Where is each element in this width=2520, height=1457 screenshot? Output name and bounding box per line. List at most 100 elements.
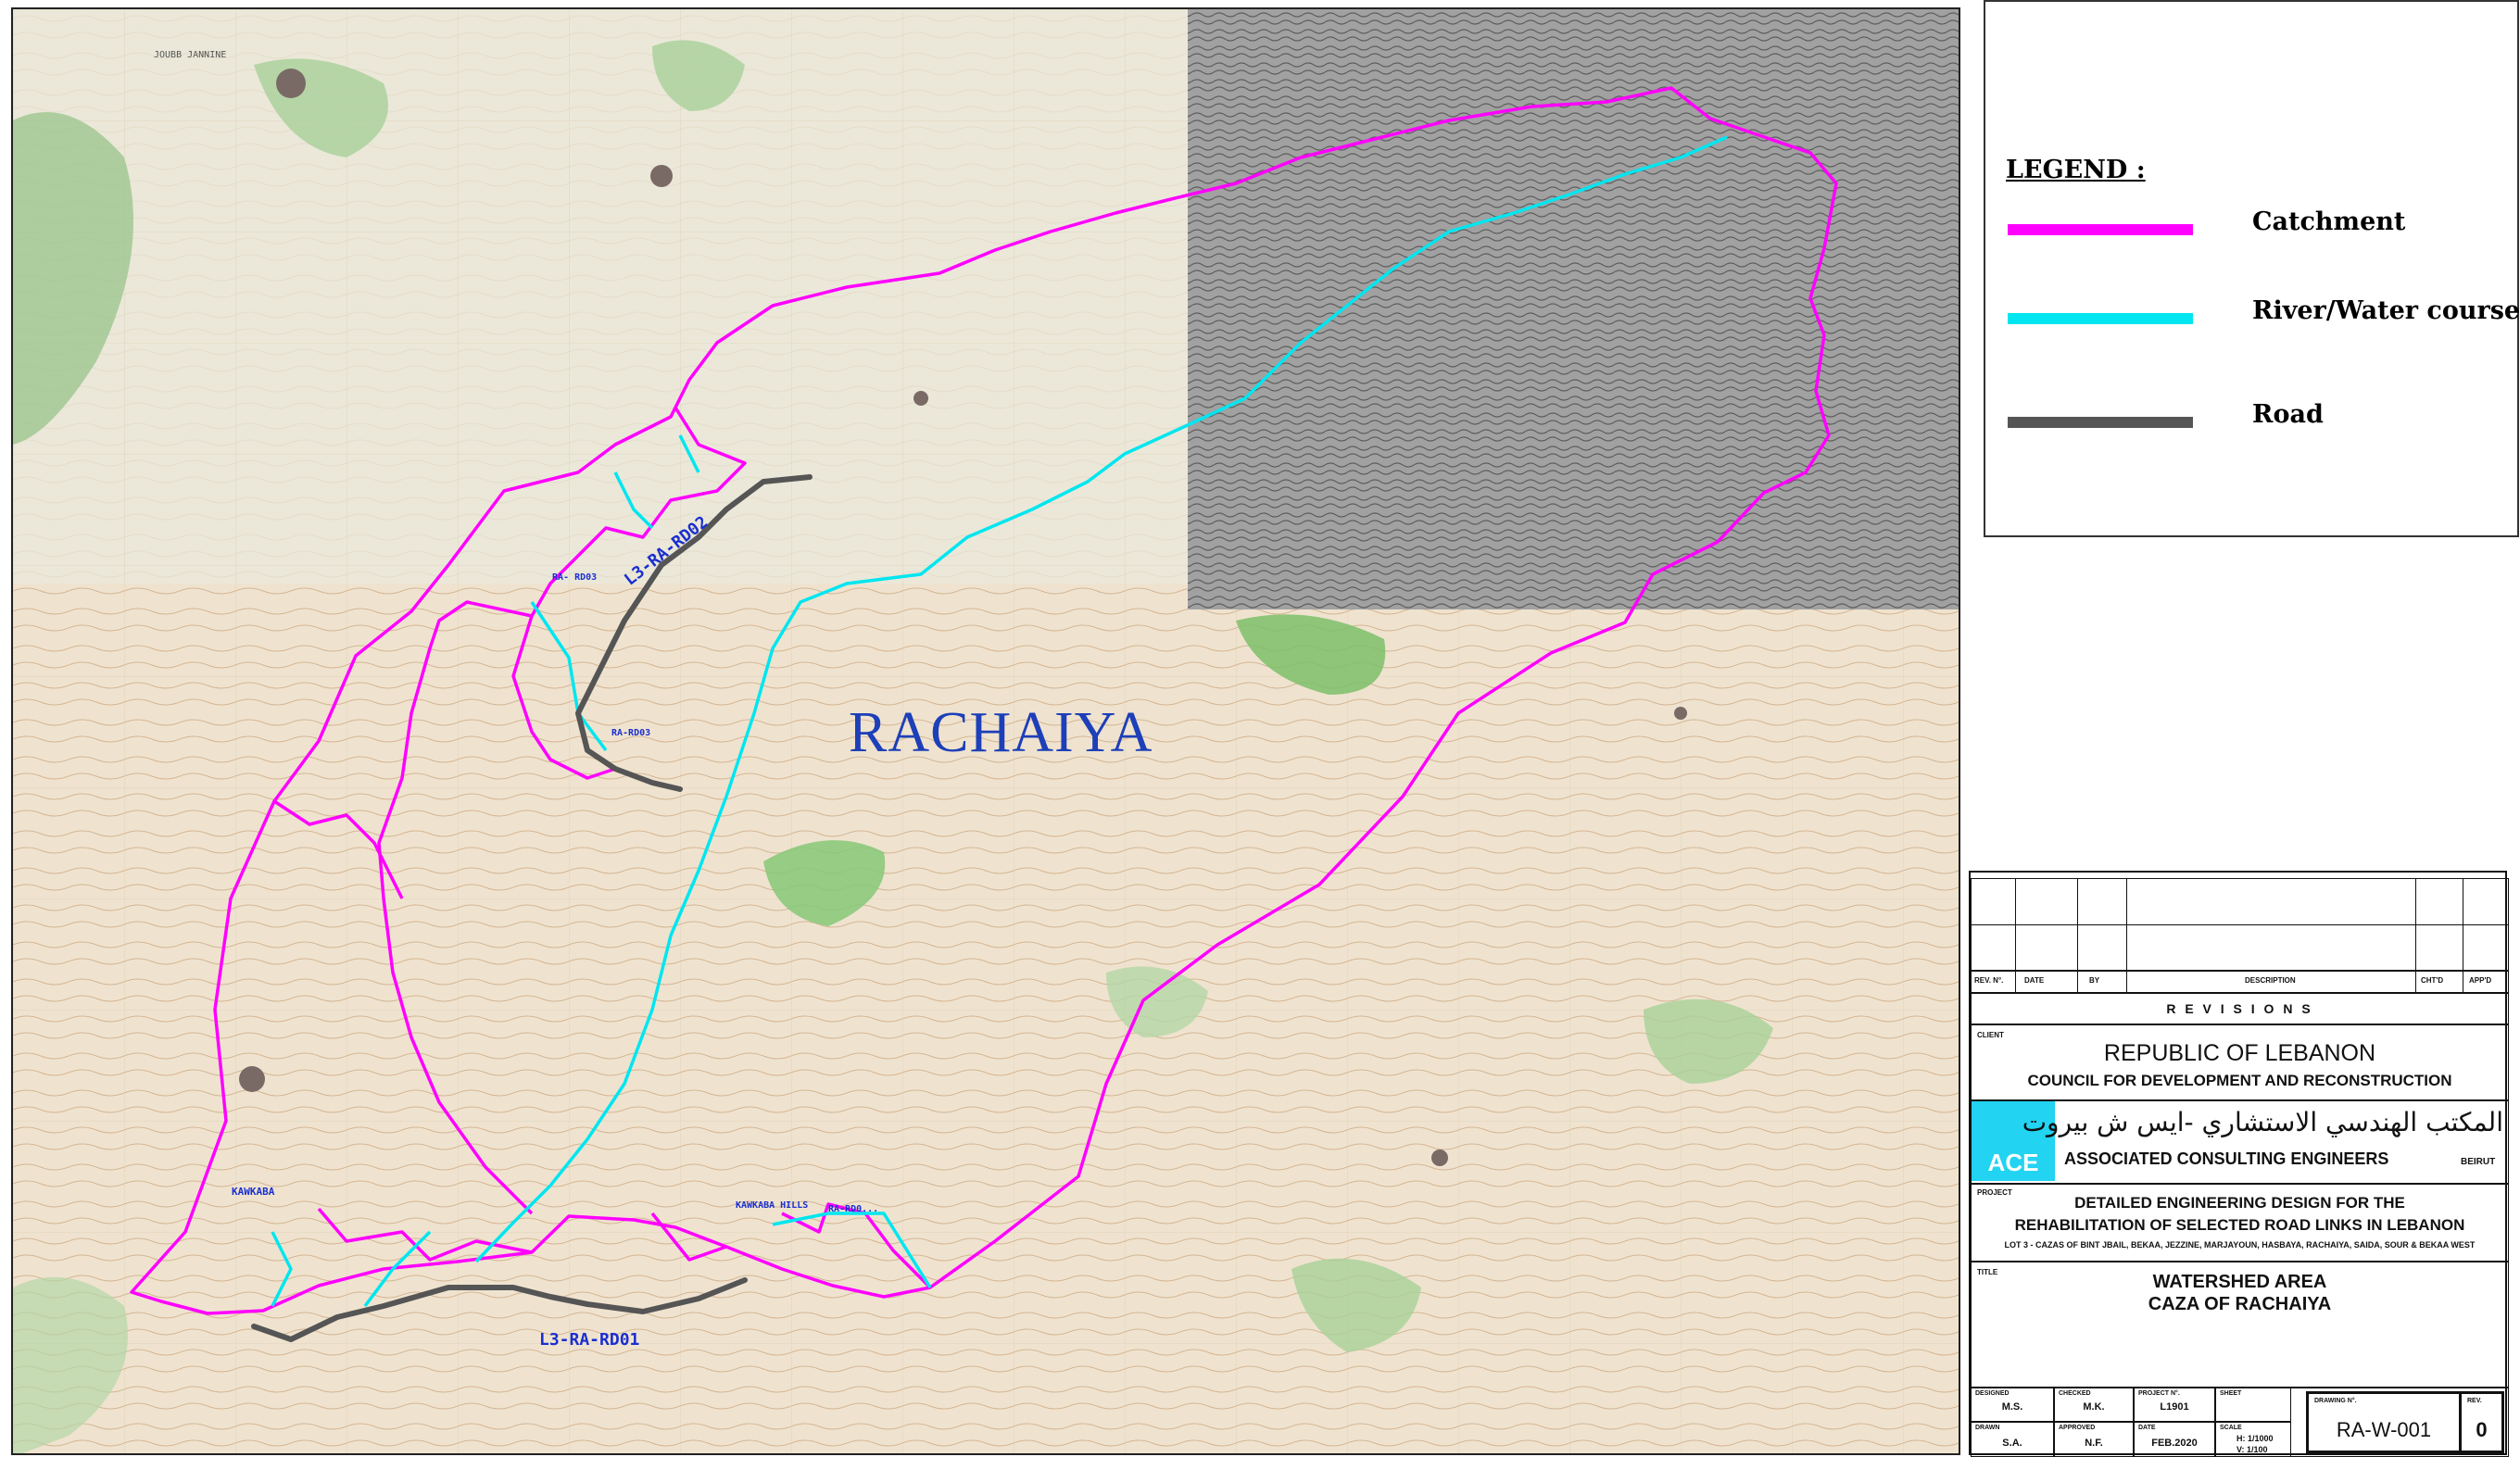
rev-cell: REV. 0	[2462, 1391, 2504, 1453]
scale-v: V: 1/100	[2236, 1445, 2268, 1454]
catchment-lines	[130, 86, 1838, 1315]
scale-tag: SCALE	[2220, 1425, 2242, 1431]
revisions-title: R E V I S I O N S	[2166, 1001, 2313, 1016]
consultant-box: ACE المكتب الهندسي الاستشاري -ايس ش بيرو…	[1971, 1100, 2509, 1184]
river-north-branch-2	[678, 434, 700, 473]
revision-col-desc	[2126, 878, 2136, 993]
scale-cell: SCALE H: 1/1000 V: 1/100	[2215, 1422, 2291, 1457]
drawing-no-cell: DRAWING N°. RA-W-001	[2306, 1391, 2462, 1453]
map-label-kawkaba-hills: KAWKABA HILLS	[736, 1200, 809, 1211]
consultant-english-name: ASSOCIATED CONSULTING ENGINEERS	[2064, 1149, 2389, 1168]
project-line-2: REHABILITATION OF SELECTED ROAD LINKS IN…	[2014, 1216, 2465, 1234]
revision-col-date	[2015, 878, 2078, 993]
legend-label-road: Road	[2252, 400, 2324, 429]
rev-tag: REV.	[2467, 1398, 2482, 1404]
map-label-ra-rd0: RA-RD0...	[828, 1204, 879, 1214]
legend-label-river: River/Water course	[2252, 296, 2520, 325]
catchment-main	[130, 86, 1838, 1315]
road-l3-ra-rd01	[251, 1277, 748, 1342]
checked-value: M.K.	[2083, 1401, 2105, 1413]
revision-header-date: DATE	[2024, 976, 2045, 985]
legend-title: LEGEND :	[2006, 156, 2146, 184]
vegetation-east	[1236, 614, 1386, 695]
sheet-tag: SHEET	[2220, 1390, 2242, 1397]
consultant-city: BEIRUT	[2461, 1157, 2496, 1167]
project-no-cell: PROJECT N°. L1901	[2134, 1388, 2215, 1422]
catchment-sub-west-2	[273, 799, 404, 899]
approved-tag: APPROVED	[2059, 1425, 2096, 1431]
region-label: RACHAIYA	[849, 701, 1153, 764]
legend-panel: LEGEND : Catchment River/Water course Ro…	[1984, 0, 2520, 537]
catchment-sub-south-east	[781, 1202, 932, 1289]
road-label-rd01: L3-RA-RD01	[539, 1330, 640, 1350]
map-label-kawkaba: KAWKABA	[232, 1186, 275, 1198]
revision-header-row	[1971, 971, 2509, 993]
legend-swatch-road	[2008, 417, 2193, 428]
drawing-no-tag: DRAWING N°.	[2314, 1398, 2357, 1404]
checked-cell: CHECKED M.K.	[2054, 1388, 2134, 1422]
legend-item-river: River/Water course	[2008, 296, 2520, 333]
date-tag: DATE	[2138, 1425, 2156, 1431]
map-panel[interactable]: RACHAIYA L3-RA-RD02 L3-RA-RD01 RA- RD03 …	[11, 7, 1960, 1455]
drawn-cell: DRAWN S.A.	[1971, 1422, 2054, 1457]
rev-value: 0	[2476, 1418, 2488, 1441]
river-west-branch	[271, 1231, 293, 1307]
map-label-ra-rd03-south: RA-RD03	[611, 728, 651, 738]
client-tag: CLIENT	[1977, 1031, 2004, 1039]
project-tag: PROJECT	[1977, 1188, 2012, 1197]
map-canvas	[13, 9, 1959, 1453]
client-council: COUNCIL FOR DEVELOPMENT AND RECONSTRUCTI…	[2027, 1072, 2452, 1089]
legend-swatch-river	[2008, 313, 2193, 324]
vegetation-south-west	[13, 1276, 128, 1453]
revision-col-cht	[2415, 878, 2463, 993]
drawn-value: S.A.	[2002, 1438, 2022, 1449]
grey-relief-overlay	[1188, 9, 1959, 609]
grey-relief-tile	[1188, 9, 1959, 609]
approved-cell: APPROVED N.F.	[2054, 1422, 2134, 1457]
date-cell: DATE FEB.2020	[2134, 1422, 2215, 1457]
catchment-sub-north	[511, 407, 747, 785]
designed-cell: DESIGNED M.S.	[1971, 1388, 2054, 1422]
catchment-sub-west	[377, 600, 534, 1215]
river-main	[474, 135, 1728, 1263]
revision-row-divider	[1971, 924, 2509, 971]
vegetation-mid	[1106, 966, 1208, 1037]
vegetation-center	[763, 840, 886, 926]
map-label-joubb-jannine: JOUBB JANNINE	[154, 50, 227, 60]
scale-h: H: 1/1000	[2236, 1434, 2274, 1443]
drawing-title-line-1: WATERSHED AREA	[2152, 1272, 2327, 1292]
road-l3-ra-rd02	[575, 474, 813, 792]
ace-logo: ACE	[1972, 1101, 2055, 1181]
revision-header-chtd: CHT'D	[2421, 976, 2444, 985]
designed-value: M.S.	[2001, 1401, 2023, 1413]
approved-value: N.F.	[2085, 1438, 2103, 1449]
road-lines	[251, 474, 813, 1342]
sheet-cell: SHEET	[2215, 1388, 2291, 1422]
drawn-tag: DRAWN	[1975, 1425, 2000, 1431]
checked-tag: CHECKED	[2059, 1390, 2091, 1397]
designed-tag: DESIGNED	[1975, 1390, 2010, 1397]
consultant-arabic-name: المكتب الهندسي الاستشاري -ايس ش بيروت	[2022, 1107, 2503, 1137]
town-marks	[239, 69, 1687, 1166]
revision-header-rev: REV. N°.	[1974, 976, 2004, 985]
river-north-branch	[613, 471, 654, 530]
river-north-branch-3	[530, 601, 608, 752]
title-block: REV. N°. DATE BY DESCRIPTION CHT'D APP'D…	[1969, 871, 2509, 1457]
legend-swatch-catchment	[2008, 224, 2193, 235]
revision-header-description: DESCRIPTION	[2245, 976, 2296, 985]
project-no-tag: PROJECT N°.	[2138, 1390, 2180, 1397]
revisions-title-row: R E V I S I O N S	[1971, 993, 2509, 1024]
legend-item-catchment: Catchment	[2008, 207, 2508, 245]
legend-label-catchment: Catchment	[2252, 207, 2406, 236]
river-south-west-branch	[363, 1230, 432, 1308]
project-line-3: LOT 3 - CAZAS OF BINT JBAIL, BEKAA, JEZZ…	[2004, 1240, 2476, 1250]
project-box: PROJECT DETAILED ENGINEERING DESIGN FOR …	[1971, 1184, 2509, 1262]
river-south-branch	[772, 1212, 932, 1288]
vegetation-north-2	[652, 40, 745, 112]
catchment-sub-south	[650, 1212, 727, 1262]
revision-header-appd: APP'D	[2469, 976, 2492, 985]
legend-item-road: Road	[2008, 400, 2508, 437]
client-box: CLIENT REPUBLIC OF LEBANON COUNCIL FOR D…	[1971, 1024, 2509, 1100]
project-line-1: DETAILED ENGINEERING DESIGN FOR THE	[2074, 1194, 2405, 1212]
drawing-title-box: TITLE WATERSHED AREA CAZA OF RACHAIYA	[1971, 1262, 2509, 1388]
